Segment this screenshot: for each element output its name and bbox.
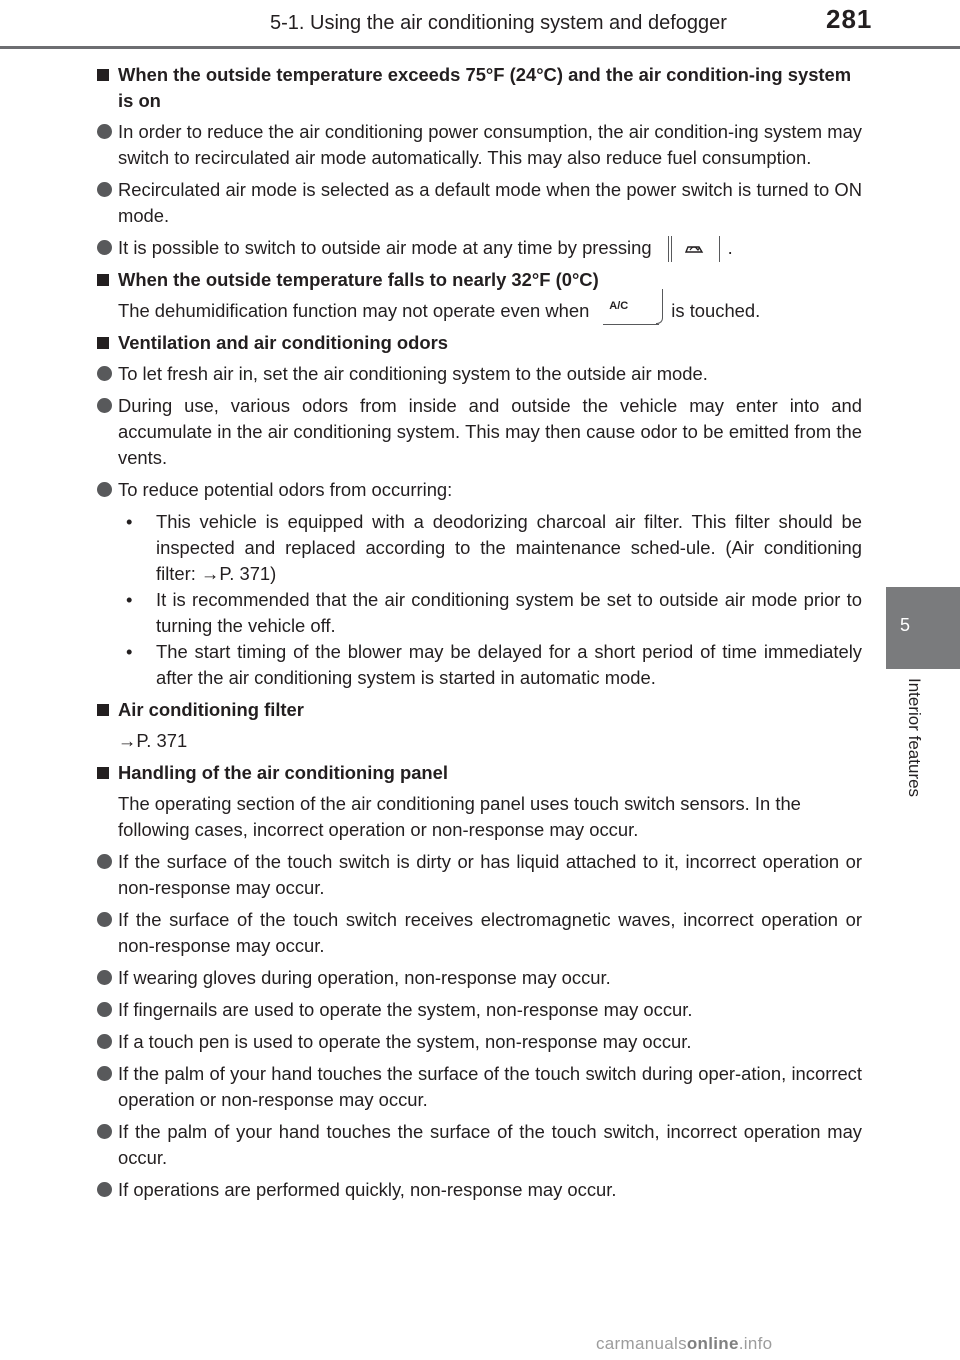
section-heading-text: Air conditioning filter	[118, 699, 304, 720]
list-item: If fingernails are used to operate the s…	[96, 997, 862, 1023]
list-item-text: If operations are performed quickly, non…	[118, 1179, 617, 1200]
page-header: 5-1. Using the air conditioning system a…	[0, 0, 960, 50]
paragraph-text: The dehumidification function may not op…	[118, 300, 590, 321]
sub-list-item: • The start timing of the blower may be …	[96, 639, 862, 691]
section-heading-text: When the outside temperature falls to ne…	[118, 269, 599, 290]
list-item-text: During use, various odors from inside an…	[118, 395, 862, 468]
sub-list-item-text: It is recommended that the air condition…	[156, 589, 862, 636]
round-bullet-icon	[97, 1002, 112, 1017]
round-bullet-icon	[97, 1182, 112, 1197]
list-item: If the surface of the touch switch recei…	[96, 907, 862, 959]
watermark: carmanualsonline.info	[596, 1334, 772, 1354]
section-heading-text: Handling of the air conditioning panel	[118, 762, 448, 783]
chapter-tab-number: 5	[899, 615, 910, 635]
chapter-tab: 5	[886, 587, 960, 669]
ac-button-icon: A/C	[603, 289, 664, 325]
page-number: 281	[826, 4, 873, 34]
section-heading-text: When the outside temperature exceeds 75°…	[118, 64, 852, 111]
section-heading: Handling of the air conditioning panel	[96, 760, 862, 786]
round-bullet-icon	[97, 366, 112, 381]
section-heading: When the outside temperature exceeds 75°…	[96, 62, 862, 114]
sub-list-item: • It is recommended that the air conditi…	[96, 587, 862, 639]
round-bullet-icon	[97, 912, 112, 927]
list-item: If the surface of the touch switch is di…	[96, 849, 862, 901]
round-bullet-icon	[97, 482, 112, 497]
list-item: To reduce potential odors from occurring…	[96, 477, 862, 503]
round-bullet-icon	[97, 240, 112, 255]
paragraph: The dehumidification function may not op…	[96, 289, 862, 325]
list-item-text: If fingernails are used to operate the s…	[118, 999, 693, 1020]
square-bullet-icon	[97, 274, 109, 286]
list-item-text: If wearing gloves during operation, non-…	[118, 967, 611, 988]
list-item: If wearing gloves during operation, non-…	[96, 965, 862, 991]
list-item: Recirculated air mode is selected as a d…	[96, 177, 862, 229]
square-bullet-icon	[97, 767, 109, 779]
sub-list-item: • This vehicle is equipped with a deodor…	[96, 509, 862, 587]
watermark-bold: online	[686, 1334, 739, 1353]
chapter-tab-label: Interior features	[886, 678, 924, 838]
list-item-text: If the surface of the touch switch is di…	[118, 851, 862, 898]
watermark-prefix: carmanuals	[596, 1334, 687, 1353]
list-item-text: If the palm of your hand touches the sur…	[118, 1063, 862, 1110]
page-reference: →P. 371	[118, 730, 188, 751]
list-item: During use, various odors from inside an…	[96, 393, 862, 471]
paragraph-text-end: is touched.	[671, 300, 761, 321]
list-item: If the palm of your hand touches the sur…	[96, 1061, 862, 1113]
list-item: To let fresh air in, set the air conditi…	[96, 361, 862, 387]
list-item: If the palm of your hand touches the sur…	[96, 1119, 862, 1171]
list-item-text: If the palm of your hand touches the sur…	[118, 1121, 862, 1168]
list-item: If operations are performed quickly, non…	[96, 1177, 862, 1203]
paragraph: The operating section of the air conditi…	[118, 793, 801, 840]
round-bullet-icon	[97, 1124, 112, 1139]
list-item-text: To let fresh air in, set the air conditi…	[118, 363, 708, 384]
square-bullet-icon	[97, 69, 109, 81]
chapter-tab-name: Interior features	[905, 678, 924, 798]
car-recirculate-icon	[684, 246, 703, 253]
round-bullet-icon	[97, 398, 112, 413]
section-heading: Ventilation and air conditioning odors	[96, 330, 862, 356]
page-content: When the outside temperature exceeds 75°…	[96, 60, 862, 1209]
section-heading-text: Ventilation and air conditioning odors	[118, 332, 449, 353]
square-bullet-icon	[97, 337, 109, 349]
list-item-text: If the surface of the touch switch recei…	[118, 909, 862, 956]
list-item-text-end: .	[727, 237, 733, 258]
square-bullet-icon	[97, 704, 109, 716]
sub-list-item-text: This vehicle is equipped with a deodoriz…	[156, 511, 862, 584]
list-item-text: To reduce potential odors from occurring…	[118, 479, 453, 500]
list-item: In order to reduce the air conditioning …	[96, 119, 862, 171]
sub-list: • This vehicle is equipped with a deodor…	[96, 509, 862, 691]
header-rule	[0, 46, 960, 49]
sub-list-item-text: The start timing of the blower may be de…	[156, 641, 862, 688]
list-item-text: Recirculated air mode is selected as a d…	[118, 179, 862, 226]
section-heading: When the outside temperature falls to ne…	[96, 267, 862, 293]
round-bullet-icon	[97, 970, 112, 985]
sub-bullet-marker: •	[126, 511, 133, 532]
sub-bullet-marker: •	[126, 589, 133, 610]
round-bullet-icon	[97, 124, 112, 139]
watermark-suffix: .info	[738, 1334, 773, 1353]
round-bullet-icon	[97, 1066, 112, 1081]
list-item: It is possible to switch to outside air …	[96, 235, 862, 262]
round-bullet-icon	[97, 182, 112, 197]
round-bullet-icon	[97, 1034, 112, 1049]
round-bullet-icon	[97, 854, 112, 869]
sub-bullet-marker: •	[126, 641, 133, 662]
recirculated-air-button-icon	[666, 236, 720, 262]
list-item-text: It is possible to switch to outside air …	[118, 237, 652, 258]
chapter-title: 5-1. Using the air conditioning system a…	[270, 12, 727, 34]
list-item: If a touch pen is used to operate the sy…	[96, 1029, 862, 1055]
section-heading: Air conditioning filter	[96, 697, 862, 723]
ac-button-label: A/C	[609, 300, 629, 312]
list-item-text: In order to reduce the air conditioning …	[118, 121, 862, 168]
list-item-text: If a touch pen is used to operate the sy…	[118, 1031, 692, 1052]
